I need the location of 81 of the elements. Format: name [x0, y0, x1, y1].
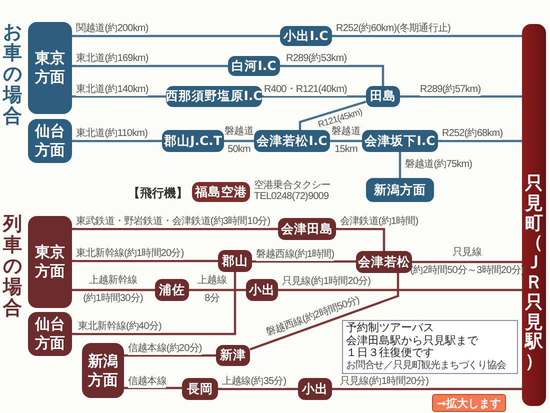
edge-label: R252(約60km)(冬期通行止) [336, 23, 450, 35]
notice-box [342, 320, 518, 374]
edge-label: 会津鉄道(約1時間) [340, 216, 418, 228]
edge-label: 上越線(約35分) [222, 376, 286, 388]
route-line [332, 388, 522, 390]
route-line [438, 140, 522, 142]
edge-label: 東北道(約169km) [76, 53, 148, 65]
interchange-box: 会津若松I.C [254, 130, 330, 152]
station-box: 新津 [216, 345, 250, 366]
route-line [298, 100, 366, 130]
edge-label: 上越線 8分 [198, 274, 226, 306]
edge-label: 磐越道 50km [224, 124, 254, 157]
edge-label: 磐越道(約75km) [405, 159, 472, 171]
route-line [72, 34, 280, 38]
taxi-info: 空港乗合タクシー TEL0248(72)9009 [254, 180, 332, 202]
edge-label: 磐越西線(約1時間) [256, 249, 334, 261]
route-line [398, 152, 402, 178]
interchange-box: 西那須野塩原I.C [166, 86, 262, 107]
edge-label: 東北道(約140km) [76, 84, 148, 96]
station-box: 長岡 [182, 378, 218, 400]
interchange-box: 小出I.C [280, 26, 332, 46]
edge-label: 上越新幹線 (約1時間30分) [83, 274, 143, 306]
route-line [262, 95, 366, 98]
station-box: 会津田島 [278, 218, 336, 240]
airport-box: 福島空港 [192, 182, 250, 202]
route-line [252, 260, 356, 263]
origin-box: 仙台方面 [28, 119, 72, 163]
route-line [124, 386, 182, 390]
edge-label: 信越本線 [128, 376, 166, 388]
route-line [400, 95, 522, 98]
route-line [224, 140, 254, 142]
route-line [250, 273, 400, 350]
edge-label: 信越本線(約20分) [128, 342, 202, 354]
route-line [332, 34, 522, 38]
edge-label: R289(約57km) [420, 84, 481, 96]
route-line [72, 95, 166, 98]
edge-label: R289(約53km) [286, 53, 347, 65]
route-line [278, 288, 522, 292]
route-line [72, 272, 236, 336]
destination-box: 新潟方面 [366, 178, 434, 202]
origin-box: 新潟方面 [82, 343, 124, 398]
origin-box: 東京方面 [28, 22, 72, 114]
route-line [336, 228, 386, 251]
edge-label: R400・R121(40km) [264, 84, 347, 96]
interchange-box: 会津坂下I.C [362, 130, 438, 152]
destination-bar: 只見町（ＪＲ只見駅） [522, 24, 546, 406]
contact-note: お問合せ／只見町観光まちづくり協会 [346, 360, 506, 372]
station-box: 浦佐 [155, 279, 189, 301]
edge-label: 東北新幹線(約1時間20分) [76, 248, 184, 260]
route-line [72, 228, 278, 230]
station-box: 小出 [298, 378, 332, 400]
edge-label: 東北新幹線(約40分) [78, 321, 162, 333]
edge-label: 只見線 (約2時間50分～3時間20分) [410, 246, 524, 278]
edge-label: 只見線(約1時間20分) [340, 376, 429, 388]
section-heading: お車の場合 [3, 22, 22, 126]
route-line [412, 260, 522, 264]
enlarge-button: →拡大します [432, 394, 506, 412]
route-line [72, 140, 162, 142]
edge-label: 東北道(約110km) [76, 128, 148, 140]
route-line [189, 288, 246, 292]
edge-label: 只見線(約1時間20分) [282, 276, 371, 288]
route-line [72, 260, 218, 262]
station-box: 郡山 [218, 250, 252, 272]
edge-label: 関越道(約200km) [76, 23, 148, 35]
route-line [72, 288, 155, 292]
route-line [124, 354, 216, 357]
section-heading: 列車の場合 [3, 214, 22, 318]
route-line [218, 388, 298, 390]
interchange-box: 白河I.C [228, 56, 280, 76]
interchange-box: 郡山J.C.T [162, 130, 224, 152]
origin-box: 東京方面 [28, 216, 72, 308]
route-line [330, 140, 362, 142]
origin-box: 仙台方面 [28, 312, 72, 356]
edge-label: R252(約68km) [442, 128, 503, 140]
station-box: 小出 [246, 279, 278, 301]
junction-box: 田島 [366, 86, 400, 107]
route-line [72, 64, 228, 68]
station-box: 会津若松 [356, 251, 412, 273]
edge-label: 東武鉄道・野岩鉄道・会津鉄道(約3時間10分) [76, 216, 270, 228]
route-line [280, 64, 384, 86]
section-label: 【飛行機】 [128, 185, 188, 202]
